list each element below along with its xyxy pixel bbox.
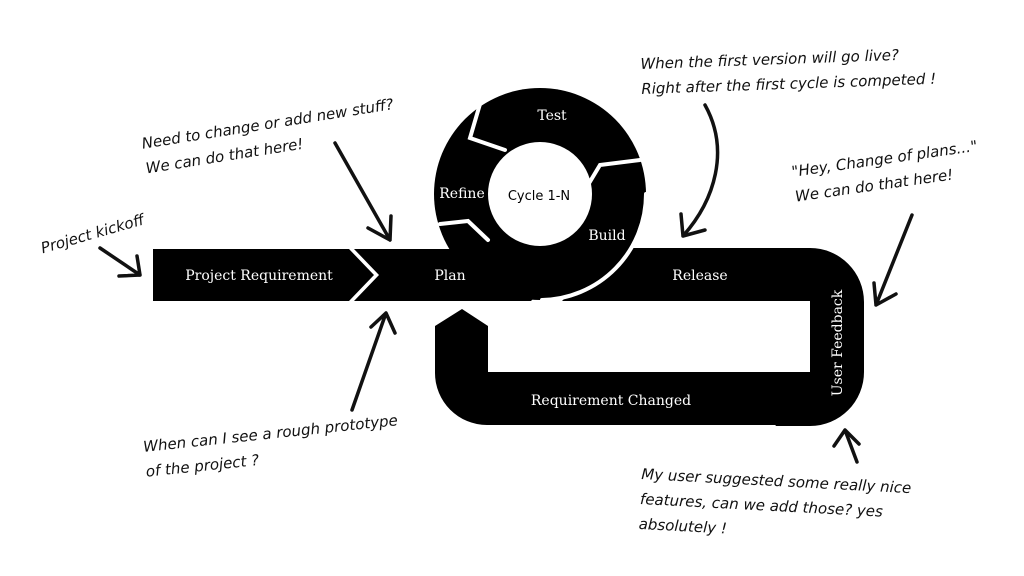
requirement-changed-track [435, 309, 860, 425]
prototype-arrow [350, 311, 397, 412]
cycle-center-label: Cycle 1-N [508, 189, 570, 204]
first-version-arrow [679, 103, 720, 238]
ring-separator-left [438, 218, 490, 242]
ring-separator-exit [540, 192, 648, 302]
user-suggestion-arrow [832, 428, 861, 464]
project-requirement-label: Project Requirement [185, 268, 333, 284]
plan-label: Plan [434, 268, 465, 284]
note-user-suggestion: My user suggested some really nice featu… [638, 462, 912, 551]
change-of-plans-arrow [872, 213, 914, 307]
cycle-hole [488, 142, 592, 246]
cycle-build-label: Build [588, 228, 625, 244]
cycle-test-label: Test [537, 108, 567, 124]
release-label: Release [672, 268, 727, 284]
change-arrow [333, 141, 393, 242]
note-first-version: When the first version will go live? Rig… [640, 42, 937, 102]
cycle-refine-label: Refine [439, 186, 484, 202]
ring-separator-right [583, 158, 642, 192]
ring-separator-top [467, 102, 507, 152]
user-feedback-label: User Feedback [830, 289, 846, 396]
project-requirement-chevron [153, 249, 374, 301]
kickoff-arrow [98, 246, 142, 278]
requirement-changed-label: Requirement Changed [531, 393, 691, 409]
